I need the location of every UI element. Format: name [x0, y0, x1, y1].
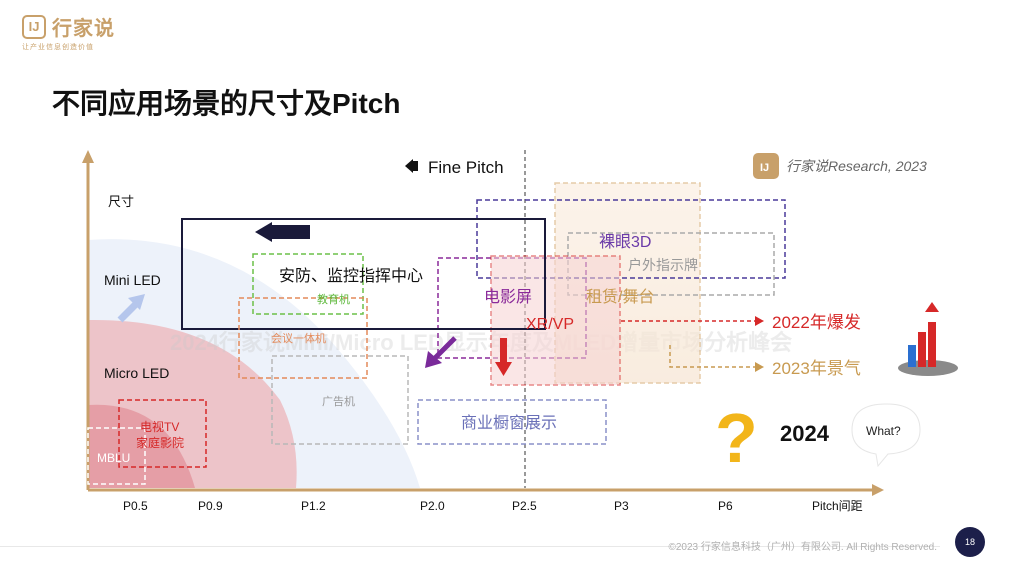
footer-divider — [0, 546, 940, 547]
left-arrow-icon — [255, 222, 272, 242]
brand-logo: IJ 行家说 — [22, 12, 115, 41]
box-tv — [118, 399, 207, 468]
label-xr-vp: XR/VP — [526, 316, 574, 333]
fine-pitch-arrow-tail — [413, 161, 418, 171]
label-commercial-window: 商业橱窗展示 — [461, 414, 557, 432]
box-ad-machine — [271, 355, 409, 445]
label-2022: 2022年爆发 — [772, 313, 861, 332]
box-education — [252, 253, 364, 315]
label-2024: 2024 — [780, 421, 830, 446]
box-commercial-window — [417, 399, 607, 445]
y-axis-arrow-icon — [82, 150, 94, 163]
label-what: What? — [866, 424, 901, 438]
label-conference: 会议一体机 — [271, 331, 326, 345]
y-axis-label: 尺寸 — [108, 194, 134, 209]
core-region — [88, 404, 195, 488]
research-logo-mark: IJ — [760, 162, 769, 174]
label-mblu: MBLU — [97, 451, 130, 465]
trend-2023-line — [669, 345, 755, 368]
label-education: 教育机 — [317, 292, 350, 306]
x-tick-p3: P3 — [614, 499, 629, 513]
growth-bars-icon — [898, 302, 958, 376]
label-rental-stage: 租赁/舞台 — [586, 288, 654, 306]
logo-name: 行家说 — [52, 18, 115, 40]
x-tick-p09: P0.9 — [198, 499, 223, 513]
footer-copyright: ©2023 行家信息科技（广州）有限公司. All Rights Reserve… — [668, 542, 937, 553]
x-axis-arrow-icon — [872, 484, 884, 496]
cinema-arrow-line — [431, 336, 457, 362]
x-tick-p6: P6 — [718, 499, 733, 513]
research-label: 行家说Research, 2023 — [786, 158, 927, 174]
x-tick-p20: P2.0 — [420, 499, 445, 513]
left-arrow-tail — [272, 225, 310, 239]
page-title: 不同应用场景的尺寸及Pitch — [52, 88, 401, 119]
research-logo-icon — [753, 153, 779, 179]
xr-arrow-icon — [495, 362, 512, 376]
cinema-arrow-icon — [425, 351, 442, 368]
label-tv: 电视TV — [140, 419, 179, 434]
label-home-theater: 家庭影院 — [136, 435, 184, 450]
y-tick-micro-led: Micro LED — [104, 365, 169, 381]
label-naked-3d: 裸眼3D — [599, 233, 651, 251]
box-security-monitoring — [181, 218, 546, 330]
x-tick-p05: P0.5 — [123, 499, 148, 513]
box-conference — [238, 297, 368, 379]
logo-tagline: 让产业信息创造价值 — [22, 44, 94, 51]
label-2023: 2023年景气 — [772, 359, 861, 378]
y-tick-mini-led: Mini LED — [104, 272, 161, 288]
box-naked-3d — [476, 199, 786, 279]
label-cinema: 电影屏 — [484, 288, 532, 306]
logo-mark-icon: IJ — [22, 14, 46, 39]
label-security: 安防、监控指挥中心 — [279, 267, 423, 285]
fine-pitch-label: Fine Pitch — [428, 158, 504, 177]
x-tick-p25: P2.5 — [512, 499, 537, 513]
trend-2022-arrow-icon — [755, 316, 764, 326]
x-axis-label: Pitch间距 — [812, 499, 863, 513]
mini-led-arrow-icon — [128, 294, 145, 310]
label-outdoor-sign: 户外指示牌 — [628, 257, 698, 273]
box-xr-vp — [490, 255, 621, 386]
box-mblu — [87, 427, 146, 485]
speech-bubble-icon — [851, 403, 921, 468]
trend-2023-arrow-icon — [755, 362, 764, 372]
x-tick-p12: P1.2 — [301, 499, 326, 513]
xr-arrow-tail — [500, 338, 507, 362]
fine-pitch-arrow-icon — [405, 159, 413, 173]
label-ad-machine: 广告机 — [322, 394, 355, 408]
page-number-badge: 18 — [955, 527, 985, 557]
question-mark-icon: ? — [715, 399, 758, 477]
